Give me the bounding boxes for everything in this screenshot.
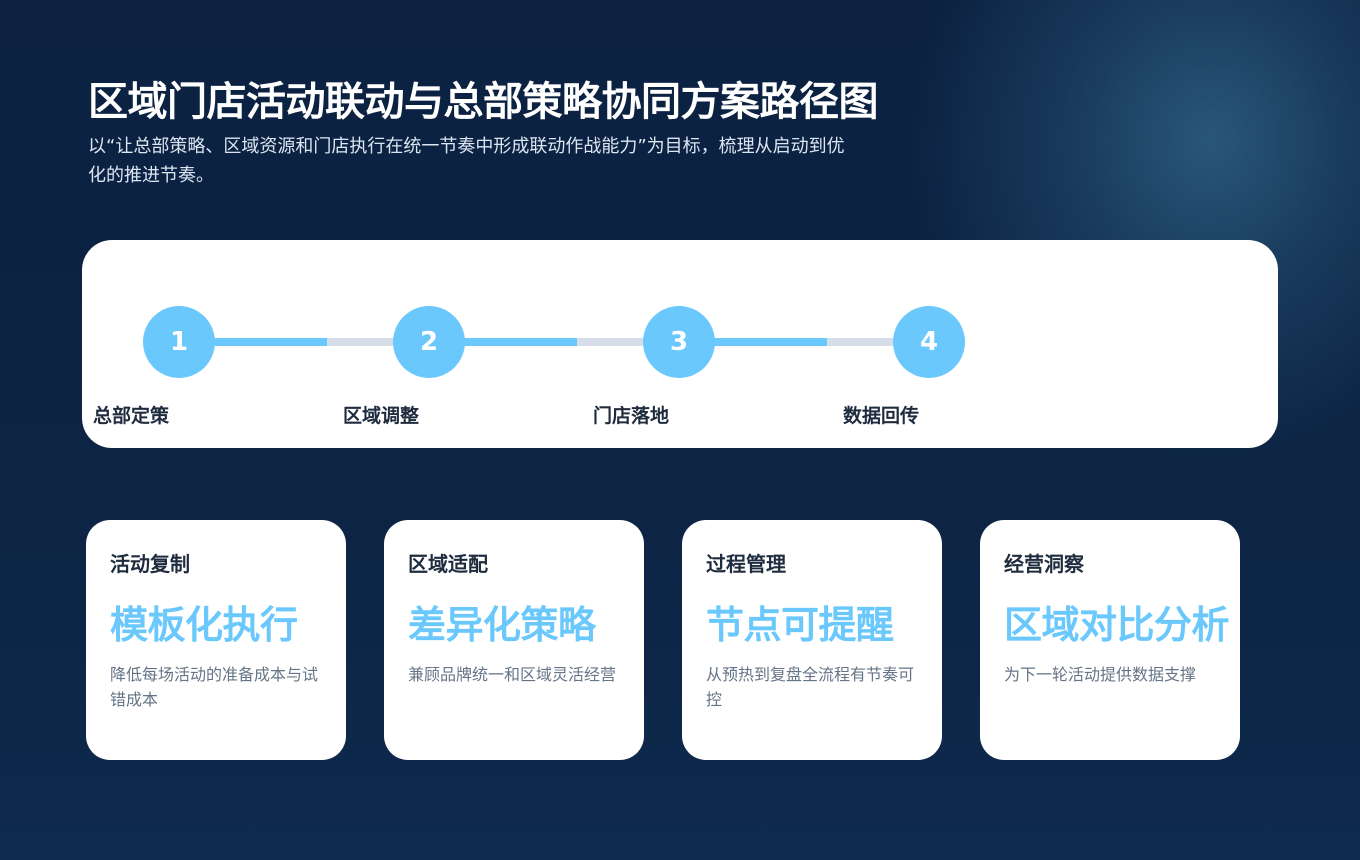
step-number-badge: 2	[393, 306, 465, 378]
feature-highlight: 模板化执行	[110, 603, 298, 647]
step-number-badge: 1	[143, 306, 215, 378]
roadmap-steps-card: 1 总部定策 2 区域调整 3 门店落地 4 数据回传	[82, 240, 1278, 448]
step-label: 门店落地	[593, 405, 670, 427]
step-1: 1 总部定策	[93, 240, 429, 448]
step-label: 总部定策	[93, 405, 170, 427]
feature-card-activity-copy: 活动复制 模板化执行 降低每场活动的准备成本与试错成本	[86, 520, 346, 760]
step-connector	[429, 338, 679, 346]
page-subtitle: 以“让总部策略、区域资源和门店执行在统一节奏中形成联动作战能力”为目标，梳理从启…	[88, 136, 845, 186]
feature-description: 为下一轮活动提供数据支撑	[1004, 665, 1197, 684]
step-connector	[679, 338, 929, 346]
feature-title: 经营洞察	[1004, 552, 1084, 576]
step-number-badge: 3	[643, 306, 715, 378]
feature-highlight: 差异化策略	[408, 603, 596, 647]
feature-title: 活动复制	[110, 552, 190, 576]
step-3: 3 门店落地	[593, 240, 929, 448]
feature-highlight: 区域对比分析	[1004, 603, 1230, 647]
step-connector-progress	[429, 338, 577, 346]
step-number-badge: 4	[893, 306, 965, 378]
feature-description: 降低每场活动的准备成本与试错成本	[110, 665, 319, 709]
feature-card-process-management: 过程管理 节点可提醒 从预热到复盘全流程有节奏可控	[682, 520, 942, 760]
step-4: 4 数据回传	[843, 240, 1093, 448]
feature-title: 区域适配	[408, 552, 488, 576]
feature-description: 兼顾品牌统一和区域灵活经营	[408, 665, 617, 684]
step-label: 数据回传	[843, 405, 920, 427]
step-connector-progress	[679, 338, 827, 346]
feature-highlight: 节点可提醒	[706, 603, 894, 647]
step-connector-progress	[179, 338, 327, 346]
feature-card-region-adapt: 区域适配 差异化策略 兼顾品牌统一和区域灵活经营	[384, 520, 644, 760]
step-connector	[179, 338, 429, 346]
feature-card-business-insight: 经营洞察 区域对比分析 为下一轮活动提供数据支撑	[980, 520, 1240, 760]
step-2: 2 区域调整	[343, 240, 679, 448]
feature-description: 从预热到复盘全流程有节奏可控	[706, 665, 915, 709]
feature-title: 过程管理	[706, 552, 786, 576]
page-title: 区域门店活动联动与总部策略协同方案路径图	[88, 79, 879, 125]
page-header: 区域门店活动联动与总部策略协同方案路径图 以“让总部策略、区域资源和门店执行在统…	[88, 76, 879, 190]
step-label: 区域调整	[343, 405, 420, 427]
